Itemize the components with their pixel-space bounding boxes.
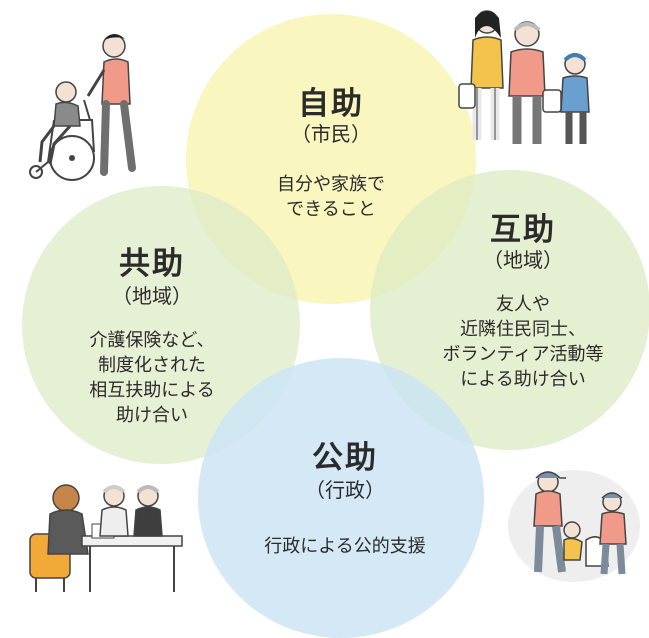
self-help-sub: （市民） <box>291 122 371 146</box>
mutual-help-desc: 友人や 近隣住民同士、 ボランティア活動等 による助け合い <box>442 294 604 390</box>
self-help-desc: 自分や家族で できること <box>277 174 385 220</box>
co-help-desc: 介護保険など、 制度化された 相互扶助による 助け合い <box>89 330 215 426</box>
co-help-title: 共助 <box>119 246 185 282</box>
mutual-help-title: 互助 <box>490 212 556 248</box>
consultation-desk-illustration <box>29 484 183 592</box>
volunteer-cleanup-illustration <box>508 470 640 582</box>
mutual-help-sub: （地域） <box>483 248 563 272</box>
self-help-title: 自助 <box>298 86 364 122</box>
public-help-desc: 行政による公的支援 <box>264 536 426 557</box>
public-help-circle <box>198 358 484 638</box>
public-help-title: 公助 <box>312 440 378 476</box>
public-help-sub: （行政） <box>305 478 385 502</box>
family-shopping-illustration <box>458 10 590 144</box>
wheelchair-caregiver-illustration <box>29 34 136 181</box>
co-help-sub: （地域） <box>112 284 192 308</box>
